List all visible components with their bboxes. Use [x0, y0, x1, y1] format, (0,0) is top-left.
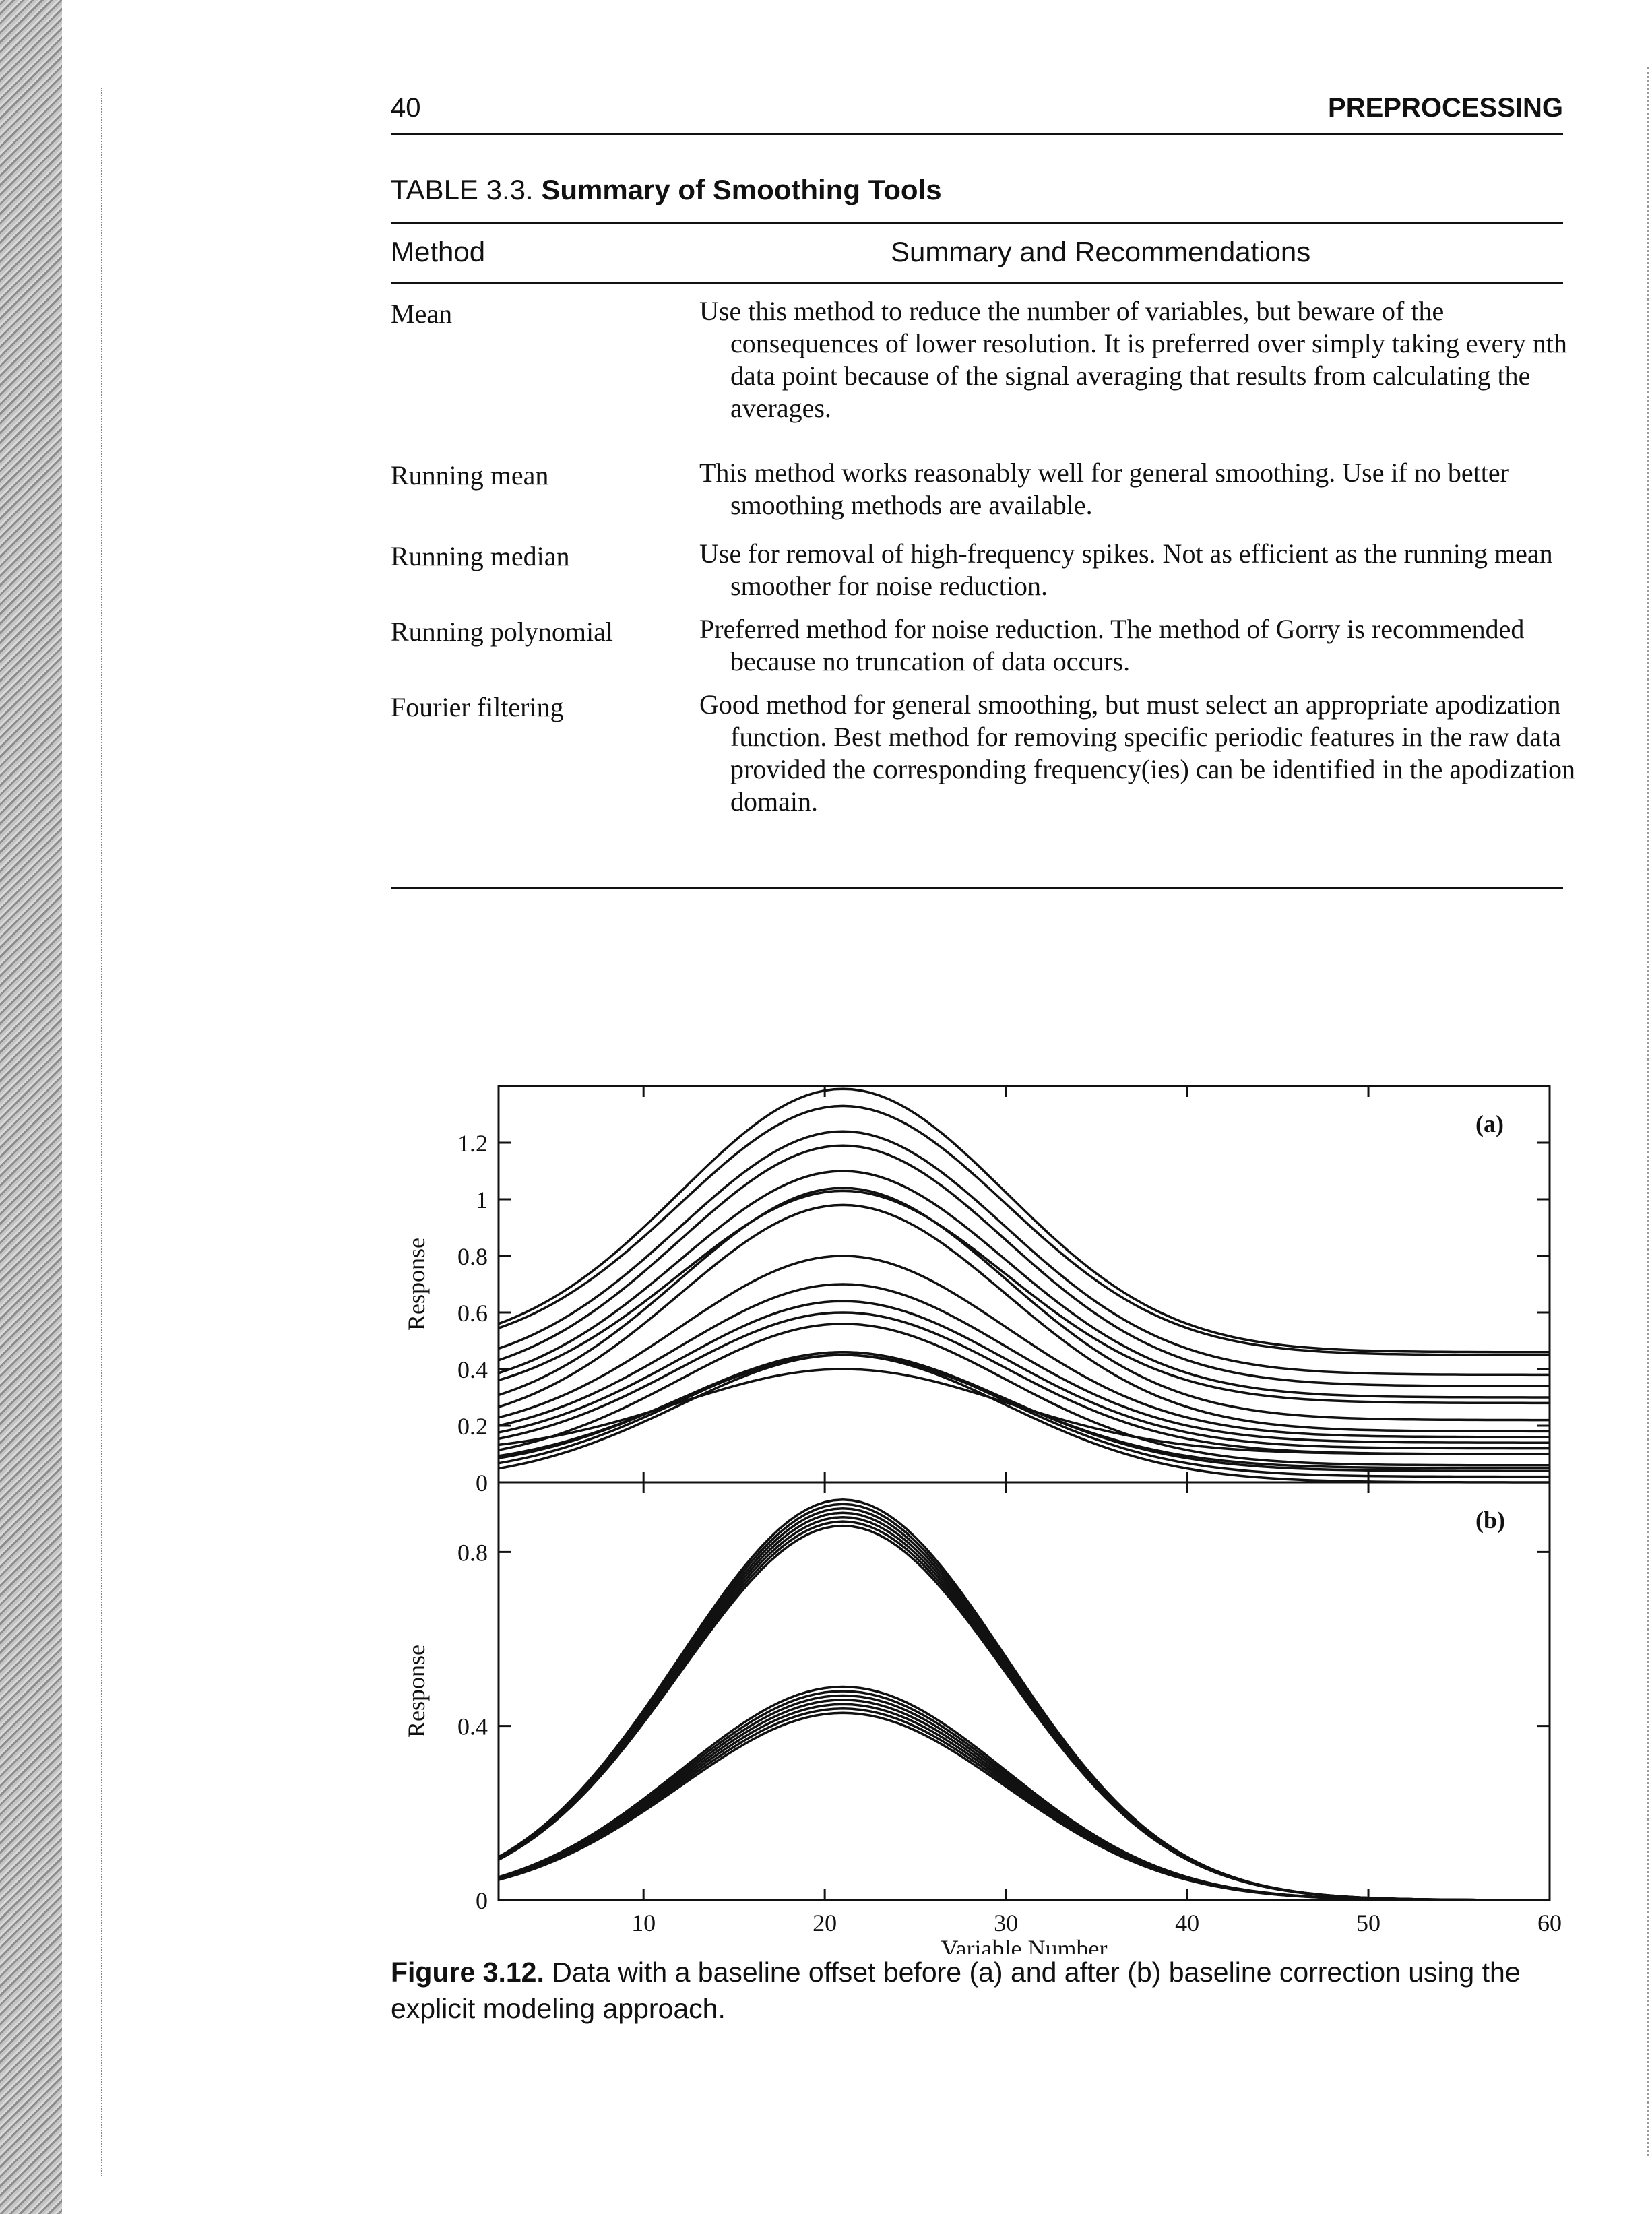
x-tick-label: 40 — [1175, 1909, 1199, 1936]
series-line — [498, 1203, 1550, 1433]
y-tick-label: 0 — [476, 1469, 488, 1496]
table-row-method: Mean — [391, 298, 453, 329]
y-tick-label: 1.2 — [457, 1130, 488, 1157]
series-line — [498, 1711, 1550, 1901]
y-tick-label: 0.4 — [457, 1356, 488, 1383]
table-row-method: Running median — [391, 541, 570, 571]
table-bottom-rule — [391, 887, 1563, 889]
section-title: PREPROCESSING — [1328, 93, 1563, 123]
table-header-rule — [391, 282, 1563, 284]
series-line — [498, 1255, 1550, 1438]
x-tick-label: 30 — [994, 1909, 1018, 1936]
series-line — [498, 1283, 1550, 1444]
table-label: TABLE 3.3. — [391, 174, 534, 205]
series-line — [498, 1707, 1550, 1901]
table-row-method: Running mean — [391, 460, 549, 491]
series-line — [498, 1104, 1550, 1356]
table-row-summary: This method works reasonably well for ge… — [699, 457, 1509, 520]
table-row-method: Running polynomial — [391, 616, 613, 647]
series-line — [498, 1520, 1550, 1901]
x-tick-label: 50 — [1356, 1909, 1380, 1936]
y-tick-label: 0.8 — [457, 1243, 488, 1270]
figure-label: Figure 3.12. — [391, 1957, 544, 1988]
running-head: 40 PREPROCESSING — [391, 89, 1563, 136]
table-header-method: Method — [391, 236, 486, 267]
figure-3-12-chart: 0 0.2 0.4 0.6 0.8 1 1.2 (a) Response 0 0.4 0.8 10 20 3… — [403, 1085, 1562, 1954]
series-line — [498, 1189, 1550, 1405]
panel-frame — [497, 1481, 1551, 1901]
series-line — [498, 1170, 1550, 1399]
table-row-summary: Good method for general smoothing, but m… — [699, 689, 1575, 817]
panel-frame — [497, 1085, 1551, 1484]
y-axis-label: Response — [403, 1238, 430, 1331]
series-line — [498, 1524, 1550, 1901]
x-tick-label: 10 — [631, 1909, 656, 1936]
table-title: Summary of Smoothing Tools — [541, 174, 942, 205]
x-tick-label: 60 — [1537, 1909, 1562, 1936]
y-tick-label: 0 — [476, 1887, 488, 1914]
y-tick-label: 0.2 — [457, 1413, 488, 1440]
series-line — [498, 1311, 1550, 1455]
y-tick-label: 1 — [476, 1187, 488, 1213]
table-row-method: Fourier filtering — [391, 692, 564, 722]
series-line — [498, 1144, 1550, 1387]
panel-label: (b) — [1475, 1507, 1505, 1533]
table-row-summary: Use this method to reduce the number of … — [699, 296, 1567, 423]
page-right-edge — [1647, 67, 1650, 2156]
table-row-summary: Use for removal of high-frequency spikes… — [699, 538, 1553, 601]
y-tick-label: 0.8 — [457, 1539, 488, 1566]
series-line — [498, 1300, 1550, 1450]
y-tick-label: 0.4 — [457, 1713, 488, 1740]
y-tick-label: 0.6 — [457, 1300, 488, 1327]
gutter-shadow — [101, 88, 104, 2176]
page-number: 40 — [391, 93, 421, 123]
series-line — [498, 1187, 1550, 1422]
series-line — [498, 1515, 1550, 1901]
x-tick-label: 20 — [813, 1909, 837, 1936]
figure-caption-text: Data with a baseline offset before (a) a… — [391, 1957, 1521, 2024]
x-axis-label: Variable Number — [941, 1935, 1108, 1954]
panel-label: (a) — [1475, 1110, 1504, 1137]
table-row-summary: Preferred method for noise reduction. Th… — [699, 614, 1525, 676]
series-line — [498, 1354, 1550, 1469]
table-top-rule — [391, 222, 1563, 224]
table-header-summary: Summary and Recommendations — [891, 236, 1311, 267]
book-binding-scan-edge — [0, 0, 62, 2214]
series-line — [498, 1087, 1550, 1354]
series-line — [498, 1323, 1550, 1467]
y-axis-label: Response — [403, 1645, 430, 1738]
figure-caption: Figure 3.12. Data with a baseline offset… — [391, 1954, 1577, 2027]
series-line — [498, 1130, 1550, 1377]
header-rule — [391, 133, 1563, 135]
table-caption: TABLE 3.3. Summary of Smoothing Tools — [391, 174, 942, 206]
